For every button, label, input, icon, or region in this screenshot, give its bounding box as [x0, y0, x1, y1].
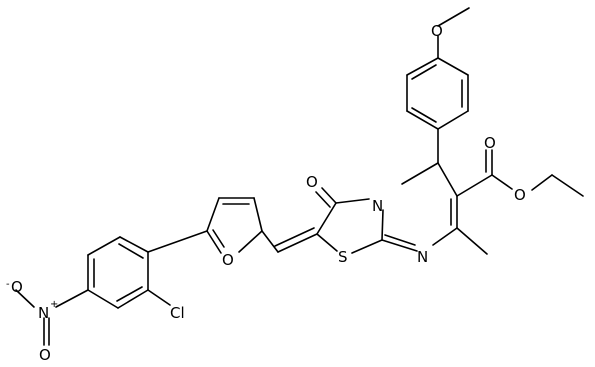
chlorine-label: Cl	[170, 304, 185, 322]
nitro-nitrogen-label: N	[38, 304, 49, 322]
ester-carbonyl-oxygen-label: O	[484, 134, 496, 152]
nitro-oxygen-label: O	[39, 346, 51, 364]
methoxyphenyl-group	[406, 7, 470, 164]
ring-nitrogen-label: N	[372, 197, 383, 215]
atom-labels: O O O N N S O O Cl N + O - O	[6, 22, 526, 364]
pyrimidine-ring	[381, 162, 488, 255]
nitro-anion-oxygen-label: O	[11, 278, 23, 296]
ethyl-ester-group	[456, 149, 584, 197]
sulfur-label: S	[338, 248, 348, 266]
furan-oxygen-label: O	[222, 251, 234, 269]
carbonyl-oxygen-label: O	[306, 173, 318, 191]
methoxy-oxygen-label: O	[431, 22, 443, 40]
nitro-minus-charge: -	[6, 279, 10, 290]
pyrimidine-nitrogen-label: N	[417, 248, 428, 266]
nitro-plus-charge: +	[50, 299, 58, 310]
furan-ring	[206, 197, 263, 254]
thiazole-ring	[261, 187, 383, 254]
chloronitrophenyl-group	[15, 230, 208, 346]
ester-oxygen-label: O	[514, 186, 526, 204]
